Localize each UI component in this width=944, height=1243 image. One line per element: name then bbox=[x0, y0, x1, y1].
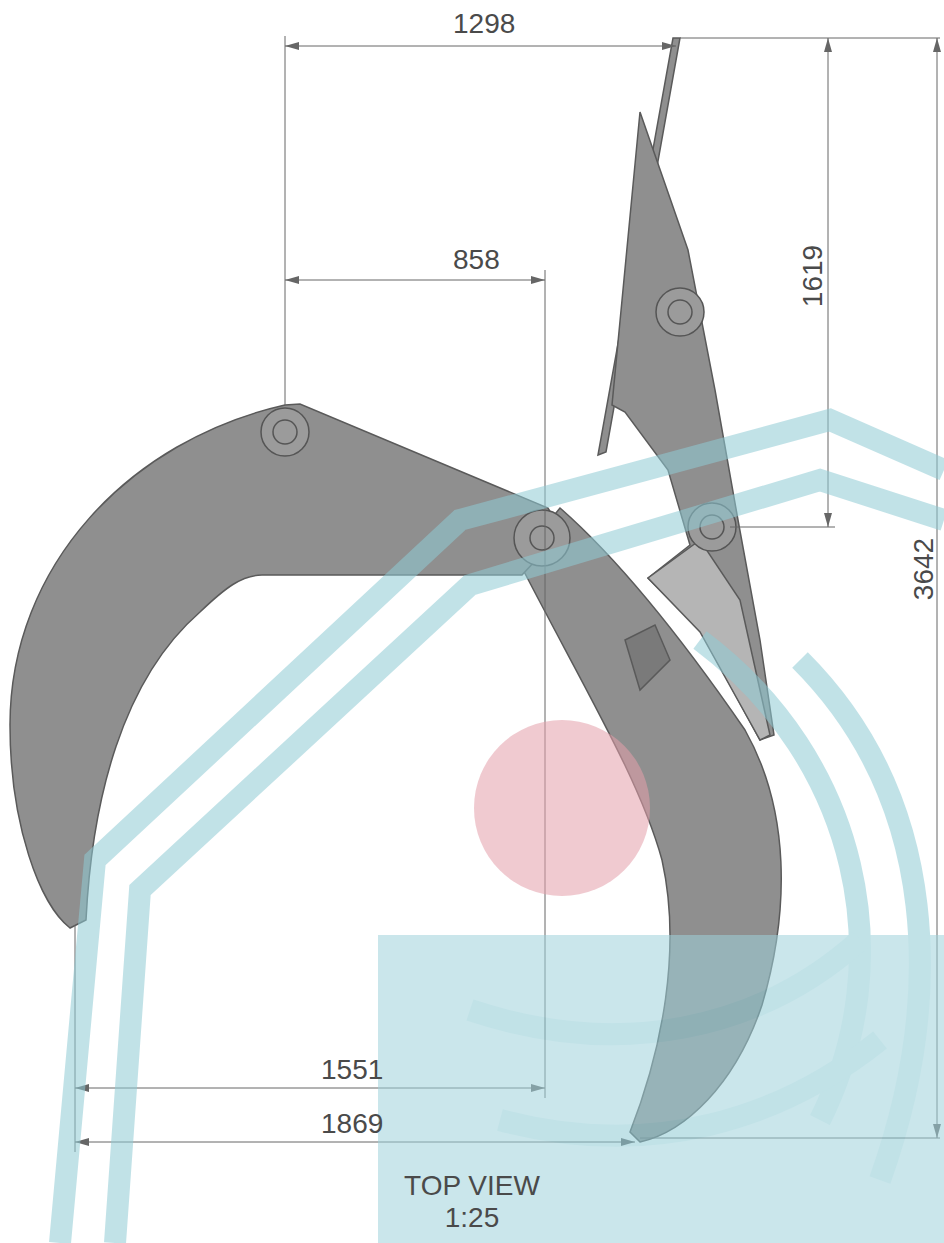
pin bbox=[261, 408, 309, 456]
dimension-label: 1619 bbox=[799, 242, 827, 310]
dimension-label: 3642 bbox=[910, 535, 938, 603]
dimension-label: 858 bbox=[450, 246, 503, 274]
cylinder-body bbox=[612, 112, 774, 740]
dimension-label: 1869 bbox=[318, 1110, 386, 1138]
watermark-arcs bbox=[60, 420, 944, 1243]
pin bbox=[668, 300, 692, 324]
pin bbox=[656, 288, 704, 336]
view-caption: TOP VIEW 1:25 bbox=[392, 1170, 552, 1234]
pin bbox=[273, 420, 297, 444]
watermark-dot bbox=[474, 720, 650, 896]
jaw-recess bbox=[625, 625, 670, 690]
dimension-label: 1298 bbox=[450, 10, 518, 38]
pin bbox=[530, 526, 554, 550]
dimension-label: 1551 bbox=[318, 1056, 386, 1084]
